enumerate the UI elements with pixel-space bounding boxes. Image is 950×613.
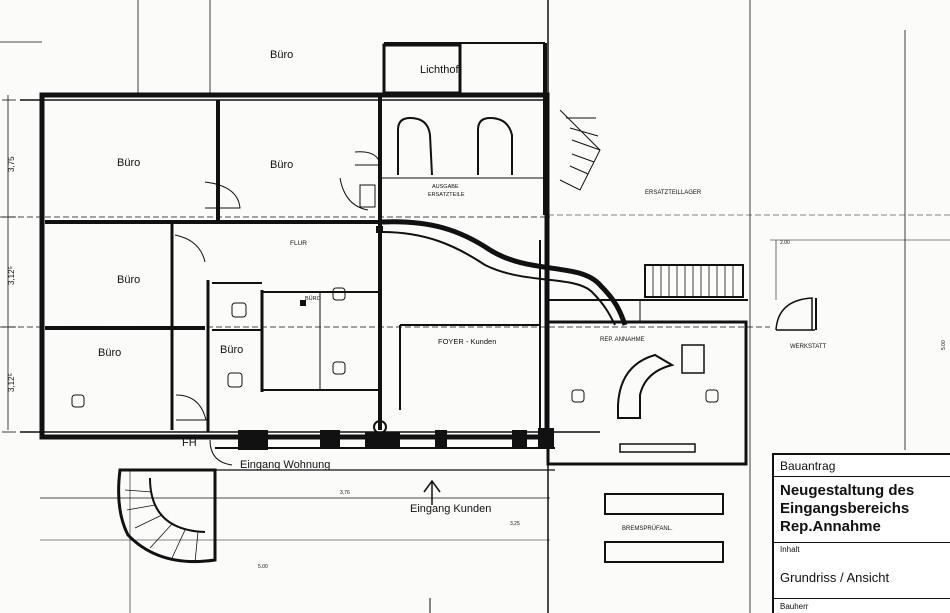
entrance-label-wohnung: Eingang Wohnung <box>240 459 330 471</box>
room-label-buero-6: BÜRO <box>305 295 322 302</box>
project-line-1: Neugestaltung des <box>780 482 915 499</box>
project-line-2: Eingangsbereichs <box>780 500 910 517</box>
room-label-ersatzteile: ERSATZTEILE <box>428 192 465 198</box>
room-label-buero-1: Büro <box>117 157 140 169</box>
dimension-3125-a: 3,12⁵ <box>7 266 16 285</box>
title-block-type: Bauantrag <box>774 455 950 477</box>
room-label-werkstatt: WERKSTATT <box>790 344 826 350</box>
title-block-client-label: Bauherr <box>780 602 809 611</box>
dimension-500: 5.00 <box>258 564 268 570</box>
title-block: Bauantrag Neugestaltung des Eingangsbere… <box>772 453 950 613</box>
dimension-200: 2.00 <box>780 240 790 246</box>
room-label-ersatzteillager: ERSATZTEILLAGER <box>645 190 702 196</box>
room-label-rep-annahme: REP. ANNAHME <box>600 337 645 343</box>
title-block-content-label: Inhalt <box>780 545 800 554</box>
room-label-buero-top: Büro <box>270 49 293 61</box>
title-block-project: Neugestaltung des Eingangsbereichs Rep.A… <box>774 477 950 543</box>
dimension-500-b: 5.00 <box>941 340 947 350</box>
room-label-fh: FH <box>182 437 197 449</box>
room-label-foyer: FOYER - Kunden <box>438 337 496 346</box>
building-outer-wall <box>39 92 550 440</box>
title-block-content: Grundriss / Ansicht <box>774 557 950 599</box>
dimension-325: 3,25 <box>510 521 520 527</box>
entrance-label-kunden: Eingang Kunden <box>410 503 491 515</box>
project-line-3: Rep.Annahme <box>780 518 881 535</box>
room-label-flur: FLUR <box>290 240 307 247</box>
room-label-buero-3: Büro <box>117 274 140 286</box>
dimension-3125-b: 3,12⁵ <box>7 373 16 392</box>
dimension-376: 3,76 <box>340 490 350 496</box>
room-label-buero-4: Büro <box>98 347 121 359</box>
room-label-bremspruefanl: BREMSPRÜFANL. <box>622 525 673 532</box>
dimension-375: 3,75 <box>7 156 16 172</box>
room-label-buero-5: Büro <box>220 344 243 356</box>
room-label-lichthof: Lichthof <box>420 64 459 76</box>
room-label-ausgabe: AUSGABE <box>432 184 459 190</box>
room-label-buero-2: Büro <box>270 159 293 171</box>
